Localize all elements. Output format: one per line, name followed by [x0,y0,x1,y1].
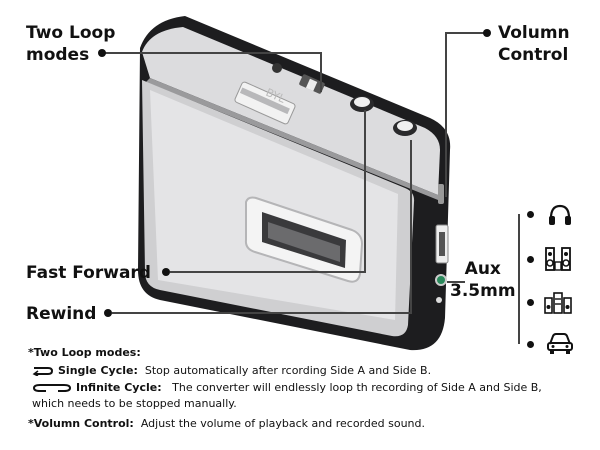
infinite-cycle-note: Infinite Cycle: The converter will endle… [32,380,592,396]
car-icon [547,333,573,354]
aux-bracket [518,214,520,344]
headphones-icon [549,204,571,225]
rewind-leader-line [112,312,412,314]
aux-leader-line [447,281,465,283]
fast-forward-leader-line [170,271,365,273]
volume-control-note-label: *Volumn Control: [28,417,134,430]
infinite-cycle-note-line-2: which needs to be stopped manually. [32,397,237,410]
single-cycle-label: Single Cycle: [58,364,138,377]
speakers-icon [545,247,571,271]
two-loop-line-1: Two Loop [26,23,116,43]
fast-forward-label: Fast Forward [26,263,151,283]
volume-control-note-text: Adjust the volume of playback and record… [140,417,425,430]
infinite-cycle-text: The converter will endlessly loop th rec… [172,381,542,394]
infinite-cycle-icon [32,384,72,392]
rewind-dot [104,309,112,317]
infinite-cycle-label: Infinite Cycle: [76,381,162,394]
aux-line-1: Aux [464,259,501,279]
two-loop-dot [98,49,106,57]
notes-heading: *Two Loop modes: [28,346,141,359]
two-loop-leader-line [102,52,322,54]
single-cycle-icon [32,367,54,377]
volume-dot [483,29,491,37]
volume-control-label: Volumn Control [498,22,570,66]
volume-control-note: *Volumn Control: Adjust the volume of pl… [28,416,588,432]
volume-line-1: Volumn [498,23,570,43]
fast-forward-dot [162,268,170,276]
aux-label: Aux 3.5mm [450,258,516,302]
volume-leader-line [445,32,485,34]
single-cycle-note: Single Cycle: Stop automatically after r… [32,363,592,379]
aux-line-2: 3.5mm [450,281,516,301]
two-loop-line-2: modes [26,45,90,65]
volume-line-2: Control [498,45,569,65]
rewind-label: Rewind [26,304,97,324]
stereo-system-icon [544,292,572,314]
two-loop-modes-label: Two Loop modes [26,22,115,66]
single-cycle-text: Stop automatically after rcording Side A… [144,364,432,377]
